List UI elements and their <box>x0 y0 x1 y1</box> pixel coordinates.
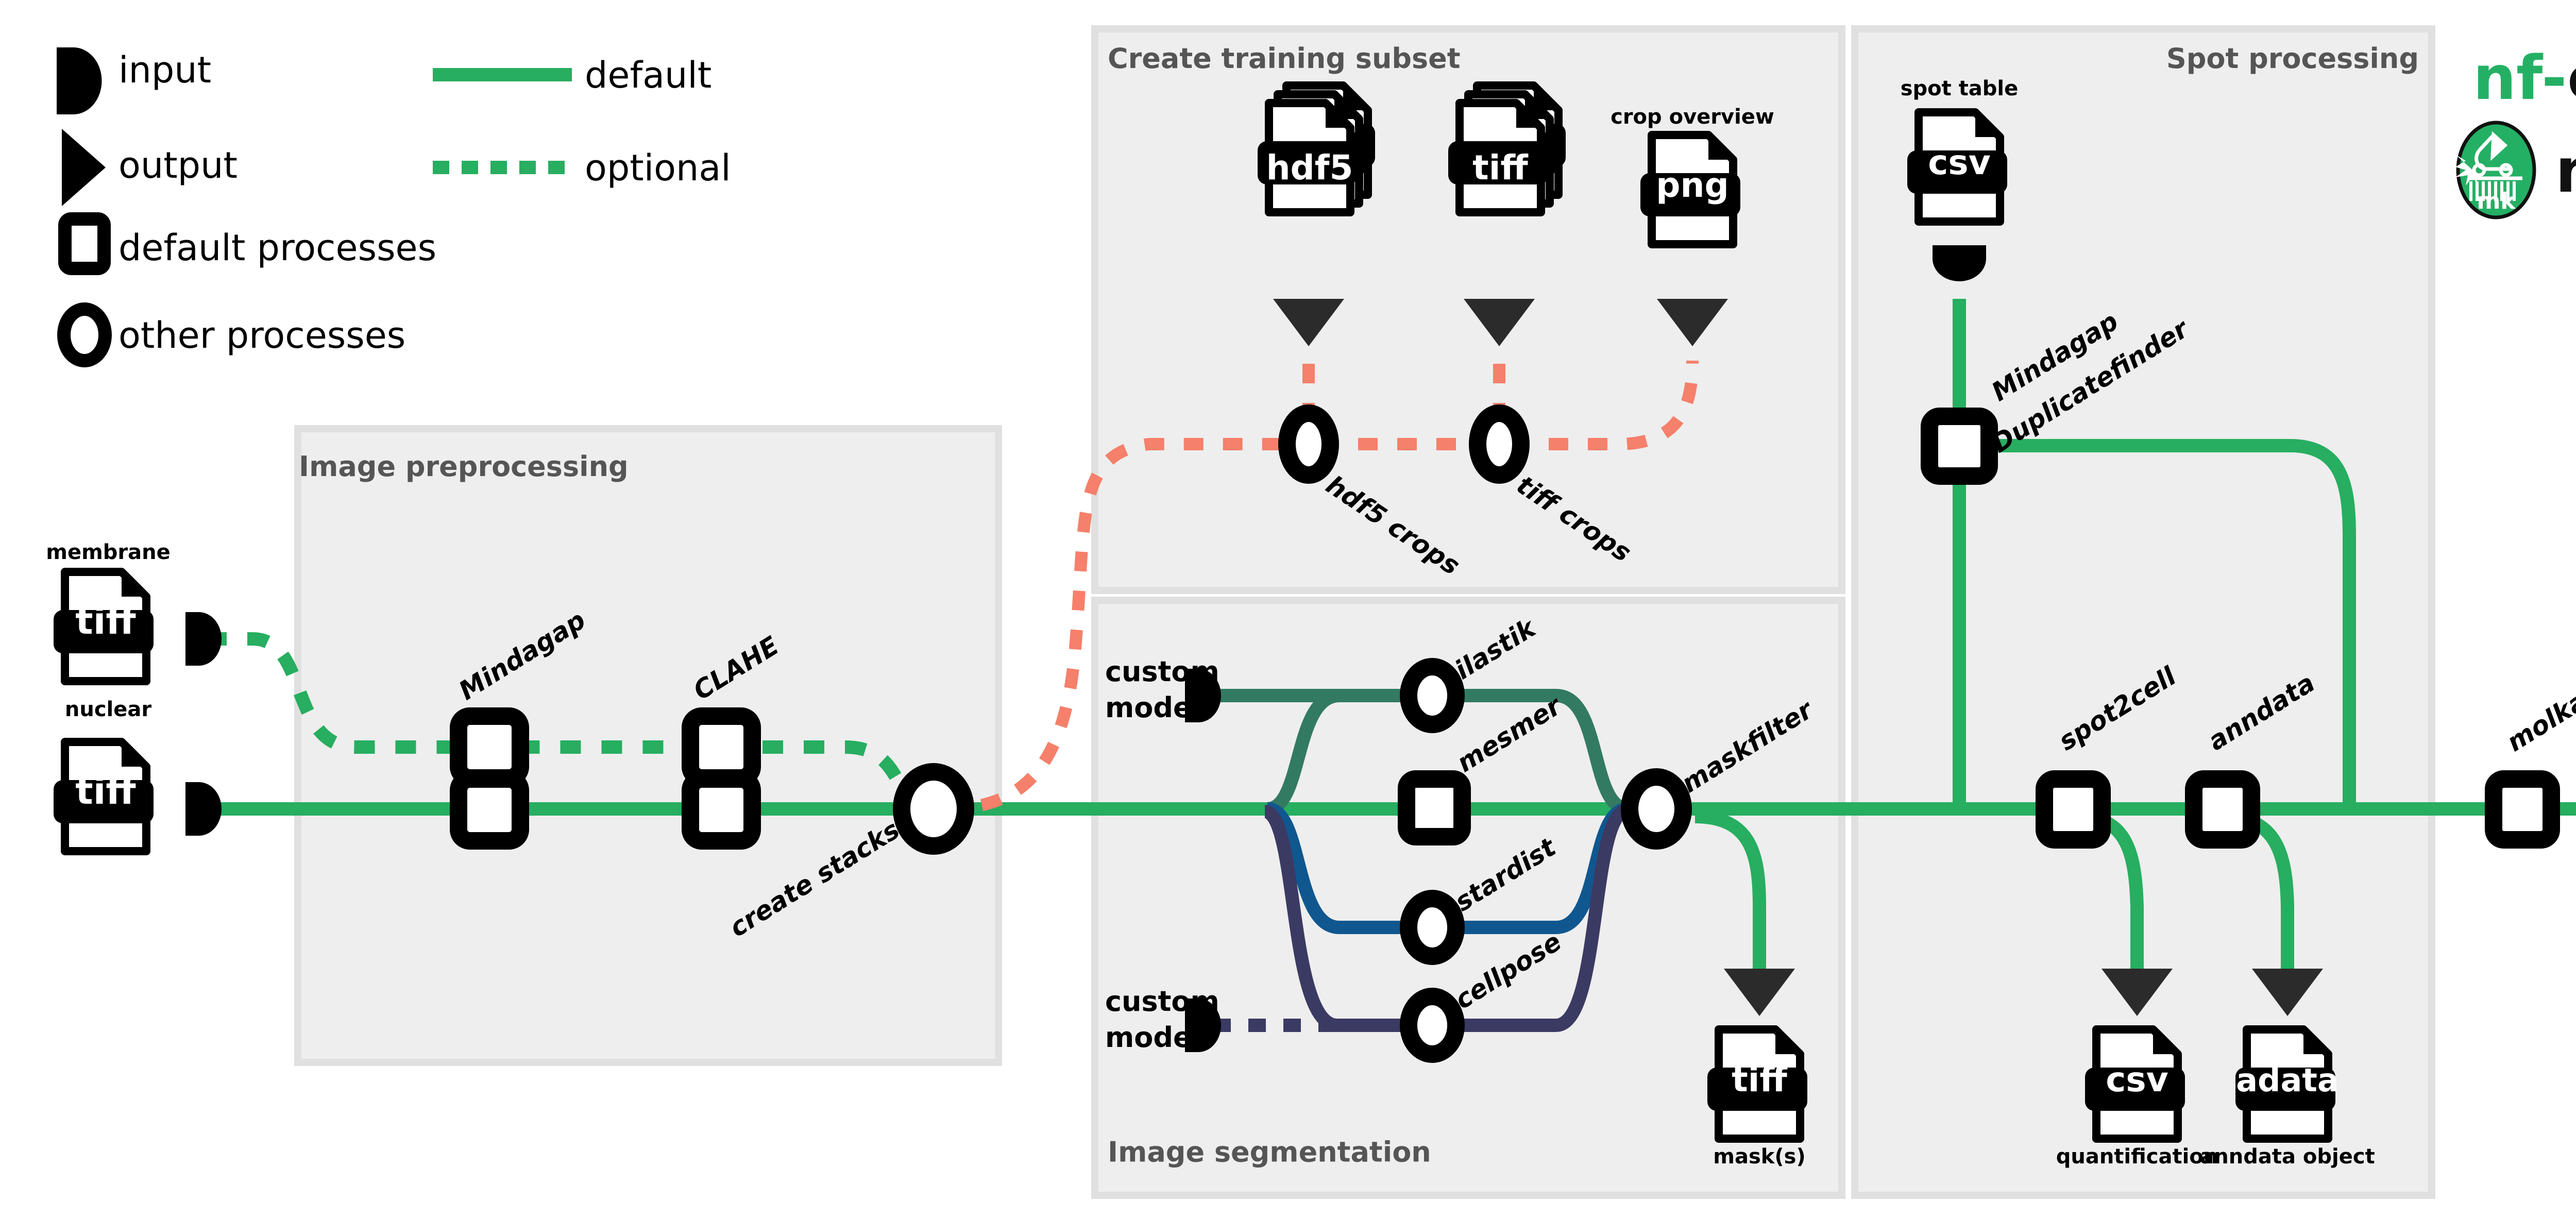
file-ext-csv-quant: csv <box>2106 1060 2168 1099</box>
output-file-masks: tiff mask(s) <box>1707 1029 1807 1169</box>
output-file-crop-overview: crop overview png <box>1611 105 1774 244</box>
input-file-membrane: membrane tiff <box>46 540 222 681</box>
file-ext-tiff-crops: tiff <box>1472 148 1529 188</box>
edge-tiffcrops-to-png <box>1510 360 1699 450</box>
circle-icon <box>57 302 112 367</box>
label-molkartqc: molkartqc <box>2502 654 2576 757</box>
caption-membrane: membrane <box>46 540 170 564</box>
output-file-hdf5-crops: hdf5 <box>1258 86 1375 212</box>
caption-quantification: quantification <box>2056 1145 2218 1169</box>
panel-title-training-subset: Create training subset <box>1108 42 1461 75</box>
file-ext-png: png <box>1656 165 1728 205</box>
caption-anndata-object: anndata object <box>2200 1145 2375 1169</box>
edge-membrane-optional <box>206 632 721 754</box>
caption-spot-table: spot table <box>1901 77 2019 100</box>
file-ext-tiff-mask: tiff <box>1732 1060 1788 1099</box>
file-ext-tiff-nuclear: tiff <box>75 769 136 813</box>
output-arrow-icon <box>62 129 106 206</box>
legend-item-default-line: default <box>433 54 711 96</box>
legend-label-default: default <box>585 54 711 96</box>
caption-masks: mask(s) <box>1713 1145 1805 1169</box>
legend-label-other-processes: other processes <box>118 314 405 357</box>
caption-crop-overview: crop overview <box>1611 105 1774 129</box>
legend-label-optional: optional <box>585 147 731 189</box>
input-custom-model-ilastik: custom model <box>1105 655 1221 724</box>
file-ext-tiff-membrane: tiff <box>75 599 136 642</box>
edge-ilastik-to-maskfilter <box>1463 689 1629 816</box>
logo-prefix: nf- <box>2473 42 2567 113</box>
legend-item-input: input <box>57 47 211 114</box>
output-file-quantification: csv quantification <box>2056 1029 2218 1169</box>
microscope-icon: mk <box>2455 121 2536 219</box>
file-ext-hdf5: hdf5 <box>1266 148 1353 188</box>
legend: input output default processes other pro… <box>57 47 731 367</box>
input-custom-model-cellpose: custom model <box>1105 985 1221 1054</box>
legend-item-default-processes: default processes <box>58 212 436 275</box>
input-file-spot-table: spot table csv <box>1901 77 2019 281</box>
output-file-anndata: adata anndata object <box>2200 1029 2375 1169</box>
output-file-tiff-crops: tiff <box>1448 86 1566 212</box>
edge-duplicatefinder-right <box>1981 439 2356 809</box>
panel-title-spot-processing: Spot processing <box>2166 42 2419 75</box>
legend-label-default-processes: default processes <box>118 227 436 269</box>
legend-label-input: input <box>118 49 211 91</box>
brand-logo: nf- core/ <box>2455 42 2576 219</box>
legend-item-output: output <box>62 129 238 206</box>
legend-label-output: output <box>118 144 238 187</box>
panel-title-preprocessing: Image preprocessing <box>299 450 629 483</box>
input-file-nuclear: nuclear tiff <box>54 698 222 851</box>
edge-maskfilter-to-masks <box>1694 810 1766 969</box>
edge-cellpose-to-maskfilter <box>1463 803 1630 1032</box>
square-icon <box>58 212 111 275</box>
logo-name: molkart <box>2555 135 2576 206</box>
legend-item-other-processes: other processes <box>57 302 405 367</box>
panel-title-segmentation: Image segmentation <box>1108 1136 1431 1169</box>
legend-item-optional-line: optional <box>433 147 731 189</box>
file-ext-csv-spot: csv <box>1928 143 1990 182</box>
caption-nuclear: nuclear <box>65 698 151 721</box>
logo-badge-text: mk <box>2477 188 2516 214</box>
file-ext-adata: adata <box>2236 1061 2339 1099</box>
logo-core: core/ <box>2567 42 2576 113</box>
